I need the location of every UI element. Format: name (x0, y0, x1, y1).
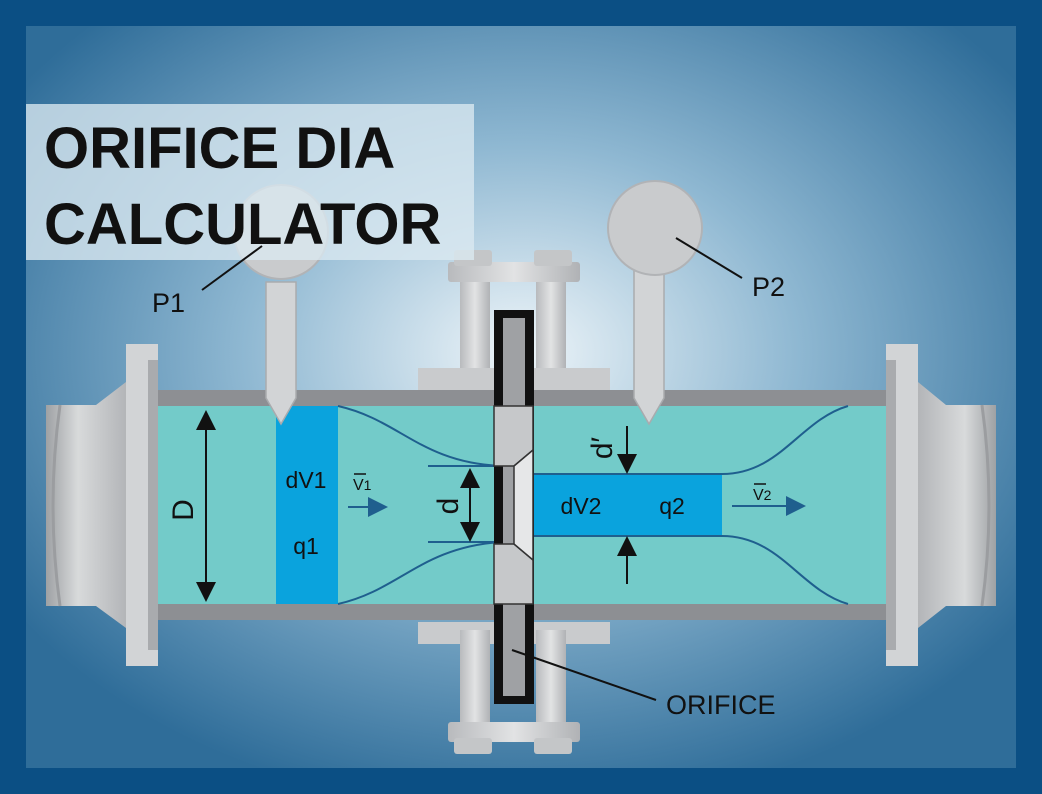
upper-bolt-assembly (418, 250, 610, 390)
label-orifice-diameter: d (432, 498, 465, 515)
label-p2: P2 (752, 272, 785, 302)
downstream-slug (533, 474, 722, 536)
left-flange (46, 344, 158, 666)
label-orifice: ORIFICE (666, 690, 776, 720)
label-p1: P1 (152, 288, 185, 318)
label-vena-contracta-diameter: d′ (586, 436, 619, 459)
label-pipe-diameter: D (167, 499, 200, 521)
title-line-2: CALCULATOR (44, 192, 441, 257)
right-flange (886, 344, 996, 666)
orifice-plate (493, 310, 534, 704)
label-q1: q1 (293, 533, 319, 559)
gauge-p2 (607, 180, 703, 426)
label-q2: q2 (659, 493, 685, 519)
lower-bolt-assembly (418, 622, 610, 754)
upstream-slug (276, 406, 338, 604)
title-box (26, 104, 474, 260)
label-v1-subscript: 1 (364, 477, 372, 493)
label-v2-subscript: 2 (764, 487, 772, 503)
label-dv1: dV1 (286, 467, 327, 493)
label-v2-symbol: V (753, 487, 764, 504)
label-v1: V1 (353, 477, 372, 494)
label-v2: V2 (753, 487, 772, 504)
leader-lines (201, 237, 743, 701)
label-v1-symbol: V (353, 477, 364, 494)
title-line-1: ORIFICE DIA (44, 116, 395, 181)
label-dv2: dV2 (561, 493, 602, 519)
